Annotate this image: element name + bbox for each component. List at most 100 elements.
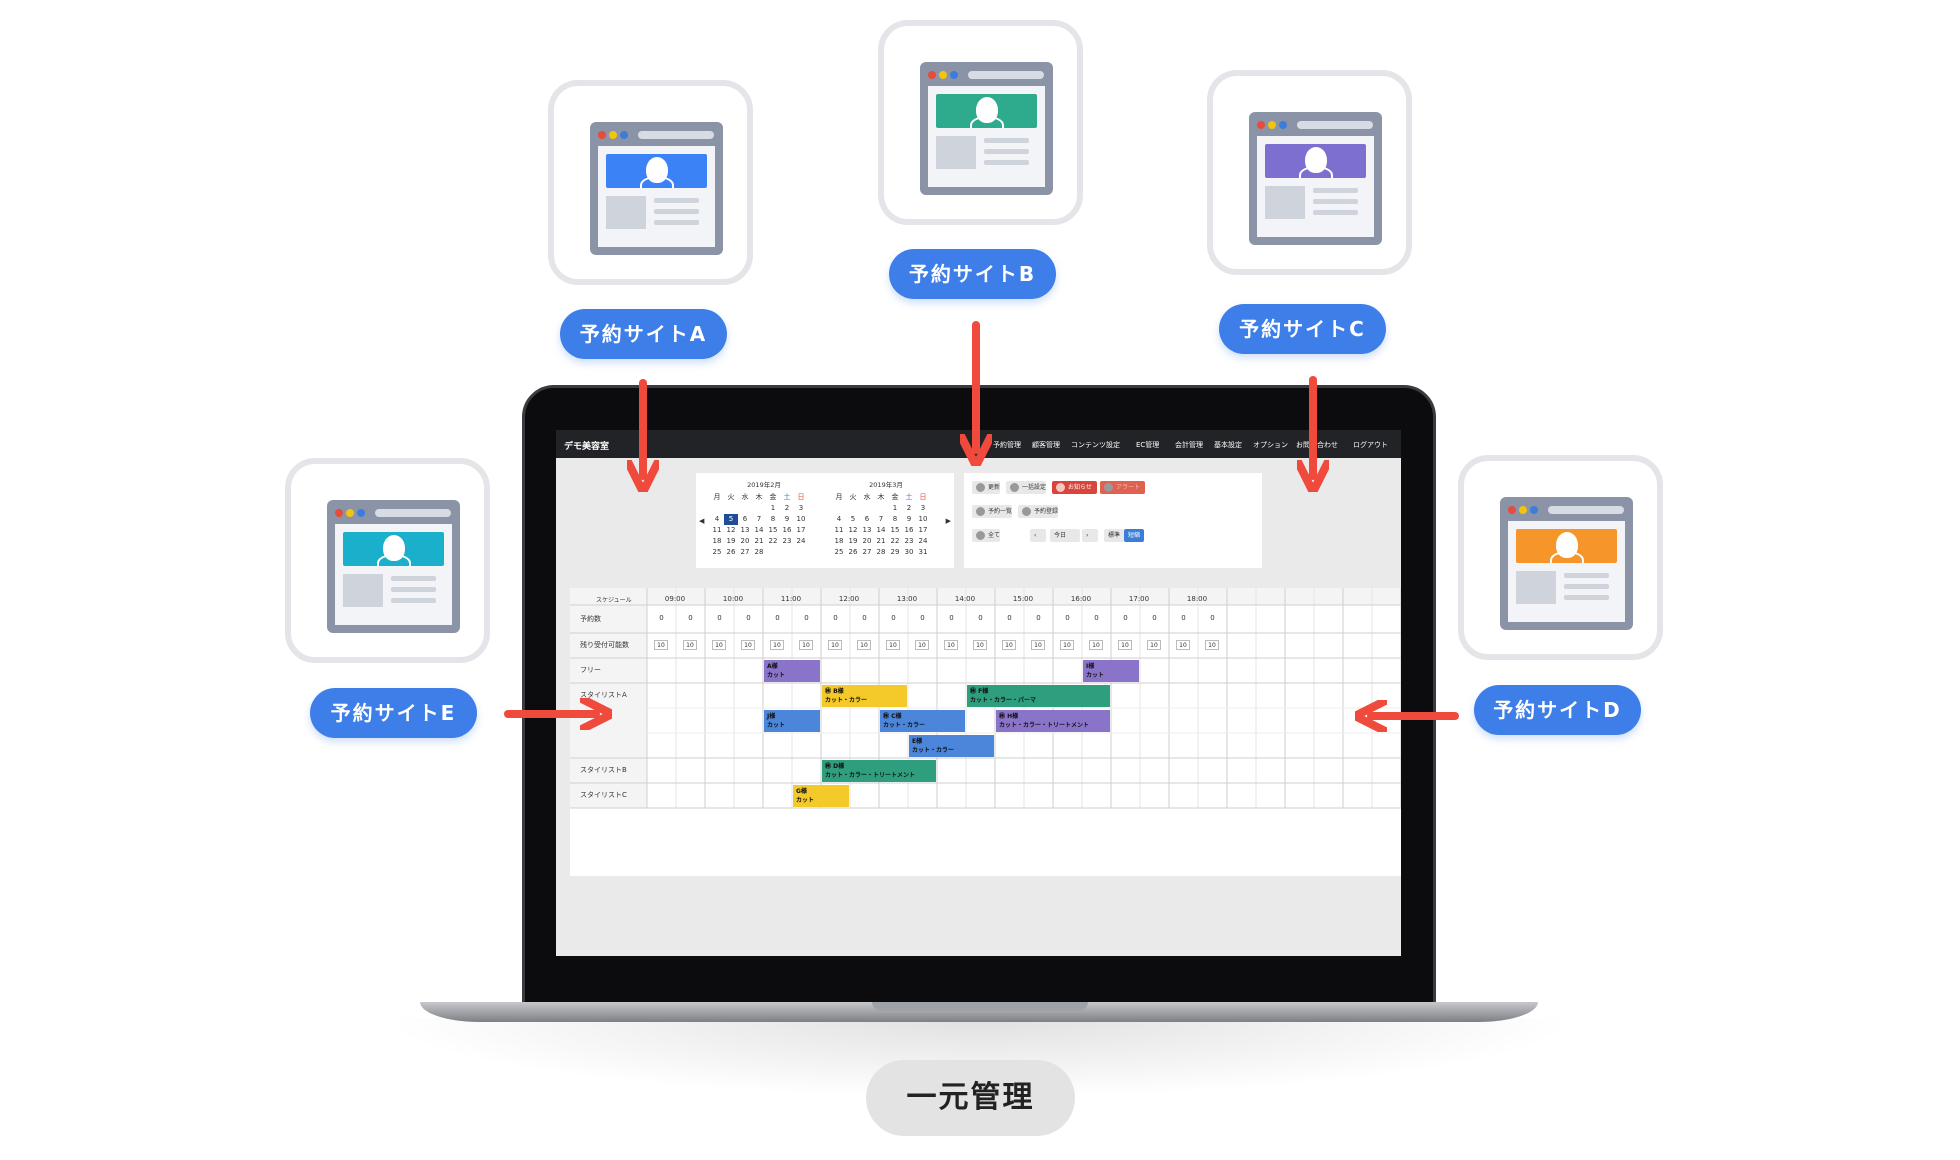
calendar-day[interactable]: 19 <box>726 537 736 545</box>
staff-filter-select[interactable]: 全て <box>972 529 1001 542</box>
calendar-day[interactable]: 20 <box>740 537 750 545</box>
standard-view-button[interactable]: 標準 <box>1104 529 1124 542</box>
calendar-day[interactable]: 11 <box>834 526 844 534</box>
calendar-day[interactable]: 20 <box>862 537 872 545</box>
calendar-day[interactable]: 3 <box>798 504 804 512</box>
calendar-day[interactable]: 22 <box>768 537 778 545</box>
calendar-day[interactable]: 17 <box>796 526 806 534</box>
reservation-list-button[interactable]: 予約一覧 <box>972 505 1013 518</box>
calendar-day[interactable]: 4 <box>836 515 842 523</box>
nav-customers[interactable]: 顧客管理 <box>1032 441 1060 449</box>
calendar-day[interactable]: 23 <box>782 537 792 545</box>
nav-content-settings[interactable]: コンテンツ設定 <box>1071 441 1120 449</box>
calendar-day[interactable]: 2 <box>906 504 912 512</box>
calendar-day[interactable]: 18 <box>834 537 844 545</box>
next-month-icon[interactable]: ▶ <box>945 517 951 525</box>
appointment-block[interactable]: ㊑ B様カット・カラー <box>822 685 907 707</box>
bulk-settings-button[interactable]: 一括設定 <box>1006 481 1047 494</box>
appointment-block[interactable]: ㊑ C様カット・カラー <box>880 710 965 732</box>
next-day-button[interactable]: › <box>1082 529 1098 542</box>
nav-options[interactable]: オプション <box>1253 441 1288 449</box>
calendar-day[interactable]: 15 <box>768 526 778 534</box>
calendar-day[interactable]: 30 <box>904 548 914 556</box>
calendar-day[interactable]: 18 <box>712 537 722 545</box>
calendar-day[interactable]: 7 <box>756 515 762 523</box>
calendar-day[interactable]: 8 <box>770 515 776 523</box>
appointment-block[interactable]: ㊑ H様カット・カラー・トリートメント <box>996 710 1110 732</box>
nav-accounting[interactable]: 会計管理 <box>1175 441 1203 449</box>
remaining-count-cell: 10 <box>1147 640 1161 650</box>
appointment-block[interactable]: E様カット・カラー <box>909 735 994 757</box>
calendar-day[interactable]: 16 <box>904 526 914 534</box>
reservation-register-button[interactable]: 予約登録 <box>1018 505 1059 518</box>
calendar-day[interactable]: 27 <box>740 548 750 556</box>
calendar-day[interactable]: 1 <box>770 504 776 512</box>
calendar-day[interactable]: 16 <box>782 526 792 534</box>
appointment-block[interactable]: J様カット <box>764 710 820 732</box>
calendar-day[interactable]: 1 <box>892 504 898 512</box>
calendar-day[interactable]: 19 <box>848 537 858 545</box>
alert-button[interactable]: アラート <box>1100 481 1145 494</box>
calendar-day[interactable]: 2 <box>784 504 790 512</box>
calendar-day[interactable]: 27 <box>862 548 872 556</box>
short-view-button[interactable]: 短縮 <box>1124 529 1144 542</box>
notice-button[interactable]: お知らせ <box>1052 481 1097 494</box>
calendar-day[interactable]: 9 <box>784 515 790 523</box>
calendar-day[interactable]: 21 <box>876 537 886 545</box>
appointment-block[interactable]: ㊑ F様カット・カラー・パーマ <box>967 685 1110 707</box>
appointment-block[interactable]: ㊑ D様カット・カラー・トリートメント <box>822 760 936 782</box>
calendar-day[interactable]: 6 <box>742 515 748 523</box>
nav-reservations[interactable]: 予約管理 <box>993 441 1021 449</box>
calendar-day[interactable]: 24 <box>796 537 806 545</box>
nav-basic-settings[interactable]: 基本設定 <box>1214 441 1242 449</box>
update-button[interactable]: 更新 <box>972 481 1001 494</box>
appointment-customer: ㊑ F様 <box>970 688 989 695</box>
calendar-day[interactable]: 10 <box>918 515 928 523</box>
calendar-day[interactable]: 6 <box>864 515 870 523</box>
calendar-day[interactable]: 12 <box>848 526 858 534</box>
calendar-day[interactable]: 31 <box>918 548 928 556</box>
row-label: フリー <box>580 666 601 674</box>
calendar-day[interactable]: 3 <box>920 504 926 512</box>
calendar-day[interactable]: 24 <box>918 537 928 545</box>
calendar-day[interactable]: 12 <box>726 526 736 534</box>
calendar-day[interactable]: 28 <box>754 548 764 556</box>
calendar-day[interactable]: 11 <box>712 526 722 534</box>
appointment-block[interactable]: A様カット <box>764 660 820 682</box>
calendar-day[interactable]: 14 <box>876 526 886 534</box>
nav-ec[interactable]: EC管理 <box>1136 441 1160 449</box>
calendar-day[interactable]: 13 <box>862 526 872 534</box>
calendar-day[interactable]: 5 <box>724 514 738 525</box>
calendar-day[interactable]: 25 <box>834 548 844 556</box>
prev-day-button[interactable]: ‹ <box>1030 529 1046 542</box>
calendar-day[interactable]: 10 <box>796 515 806 523</box>
calendar-day[interactable]: 25 <box>712 548 722 556</box>
calendar-day[interactable]: 28 <box>876 548 886 556</box>
appointment-block[interactable]: G様カット <box>793 785 849 807</box>
calendar-day[interactable]: 26 <box>726 548 736 556</box>
calendar-day[interactable]: 26 <box>848 548 858 556</box>
calendar-day[interactable]: 7 <box>878 515 884 523</box>
calendar-day[interactable]: 9 <box>906 515 912 523</box>
nav-contact[interactable]: お問い合わせ <box>1296 441 1338 449</box>
calendar-day[interactable]: 4 <box>714 515 720 523</box>
calendar-day[interactable]: 15 <box>890 526 900 534</box>
weekday-label: 水 <box>741 493 749 501</box>
appointment-block[interactable]: I様カット <box>1083 660 1139 682</box>
calendar-day[interactable]: 14 <box>754 526 764 534</box>
prev-month-icon[interactable]: ◀ <box>699 517 705 525</box>
calendar-day[interactable]: 29 <box>890 548 900 556</box>
nav-logout[interactable]: ログアウト <box>1353 441 1388 449</box>
calendar-day[interactable]: 17 <box>918 526 928 534</box>
calendar-day[interactable]: 21 <box>754 537 764 545</box>
calendar-day[interactable]: 8 <box>892 515 898 523</box>
calendar-day[interactable]: 22 <box>890 537 900 545</box>
calendar-day[interactable]: 23 <box>904 537 914 545</box>
control-panel: 更新 一括設定 お知らせ アラート 予約一覧 予約登録 全て ‹ 今日 › 標準… <box>964 473 1262 568</box>
calendar-day[interactable]: 13 <box>740 526 750 534</box>
today-button[interactable]: 今日 <box>1050 529 1080 542</box>
calendar-day[interactable]: 5 <box>850 515 856 523</box>
